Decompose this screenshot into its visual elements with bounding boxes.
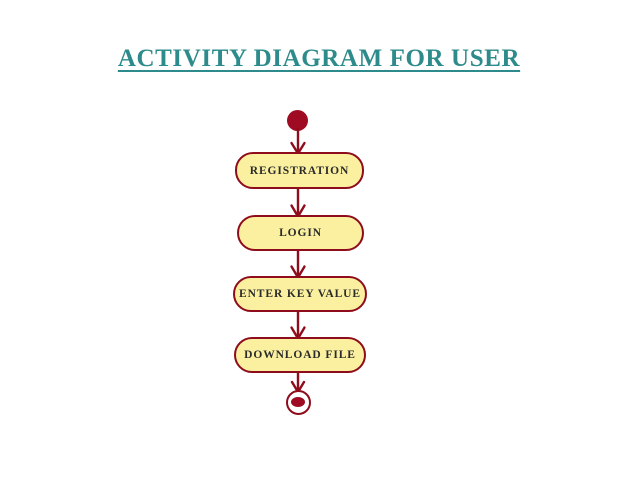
activity-node-registration[interactable]: REGISTRATION	[235, 152, 364, 189]
transition-registration-to-login	[288, 188, 308, 218]
final-node-center	[291, 397, 305, 407]
activity-label: ENTER KEY VALUE	[239, 288, 361, 300]
activity-node-download-file[interactable]: DOWNLOAD FILE	[234, 337, 366, 373]
activity-label: DOWNLOAD FILE	[244, 349, 356, 361]
final-node	[286, 390, 311, 415]
activity-label: LOGIN	[279, 227, 322, 239]
activity-node-login[interactable]: LOGIN	[237, 215, 364, 251]
activity-label: REGISTRATION	[249, 164, 350, 177]
transition-login-to-enter-key-value	[288, 250, 308, 279]
transition-enter-key-value-to-download-file	[288, 311, 308, 340]
initial-node	[287, 110, 308, 131]
page-title: ACTIVITY DIAGRAM FOR USER	[117, 45, 521, 72]
activity-node-enter-key-value[interactable]: ENTER KEY VALUE	[233, 276, 367, 312]
transition-initial-to-registration	[288, 128, 308, 155]
